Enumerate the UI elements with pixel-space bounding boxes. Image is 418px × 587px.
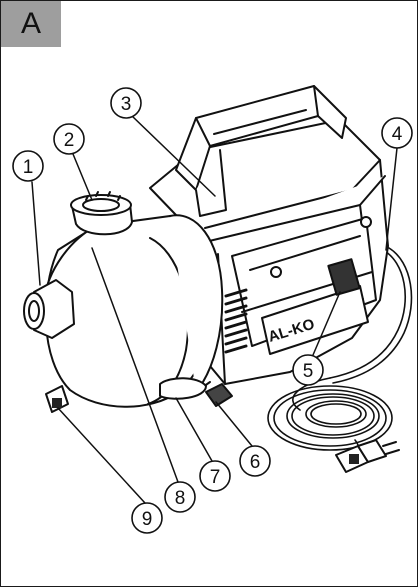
callout-7: 7 (199, 460, 231, 492)
svg-text:4: 4 (392, 124, 403, 145)
on-off-switch: AL-KO (261, 258, 369, 355)
callout-6: 6 (239, 445, 271, 477)
inlet-connection (23, 279, 75, 339)
svg-text:7: 7 (210, 467, 221, 488)
carry-handle (175, 85, 347, 217)
svg-text:1: 1 (23, 157, 34, 178)
svg-text:3: 3 (121, 94, 132, 115)
power-cable (267, 247, 413, 462)
callout-2: 2 (53, 123, 85, 155)
callout-1: 1 (12, 150, 44, 182)
callout-3: 3 (110, 87, 142, 119)
svg-text:5: 5 (303, 361, 314, 382)
drain-plug (45, 385, 69, 413)
svg-text:9: 9 (142, 509, 153, 530)
callout-5: 5 (292, 354, 324, 386)
ventilation-grille (224, 288, 248, 354)
svg-text:2: 2 (64, 130, 75, 151)
svg-text:6: 6 (250, 452, 261, 473)
panel-label: A (1, 1, 61, 47)
pump-head (43, 214, 224, 408)
pump-feet (159, 377, 233, 407)
callouts: 1 2 3 4 5 6 7 8 (12, 87, 413, 534)
leader-lines (31, 115, 398, 504)
callout-9: 9 (131, 502, 163, 534)
power-plug (335, 439, 400, 473)
svg-text:8: 8 (175, 488, 186, 509)
filler-neck (70, 191, 133, 236)
callout-8: 8 (164, 481, 196, 513)
callout-4: 4 (381, 117, 413, 149)
